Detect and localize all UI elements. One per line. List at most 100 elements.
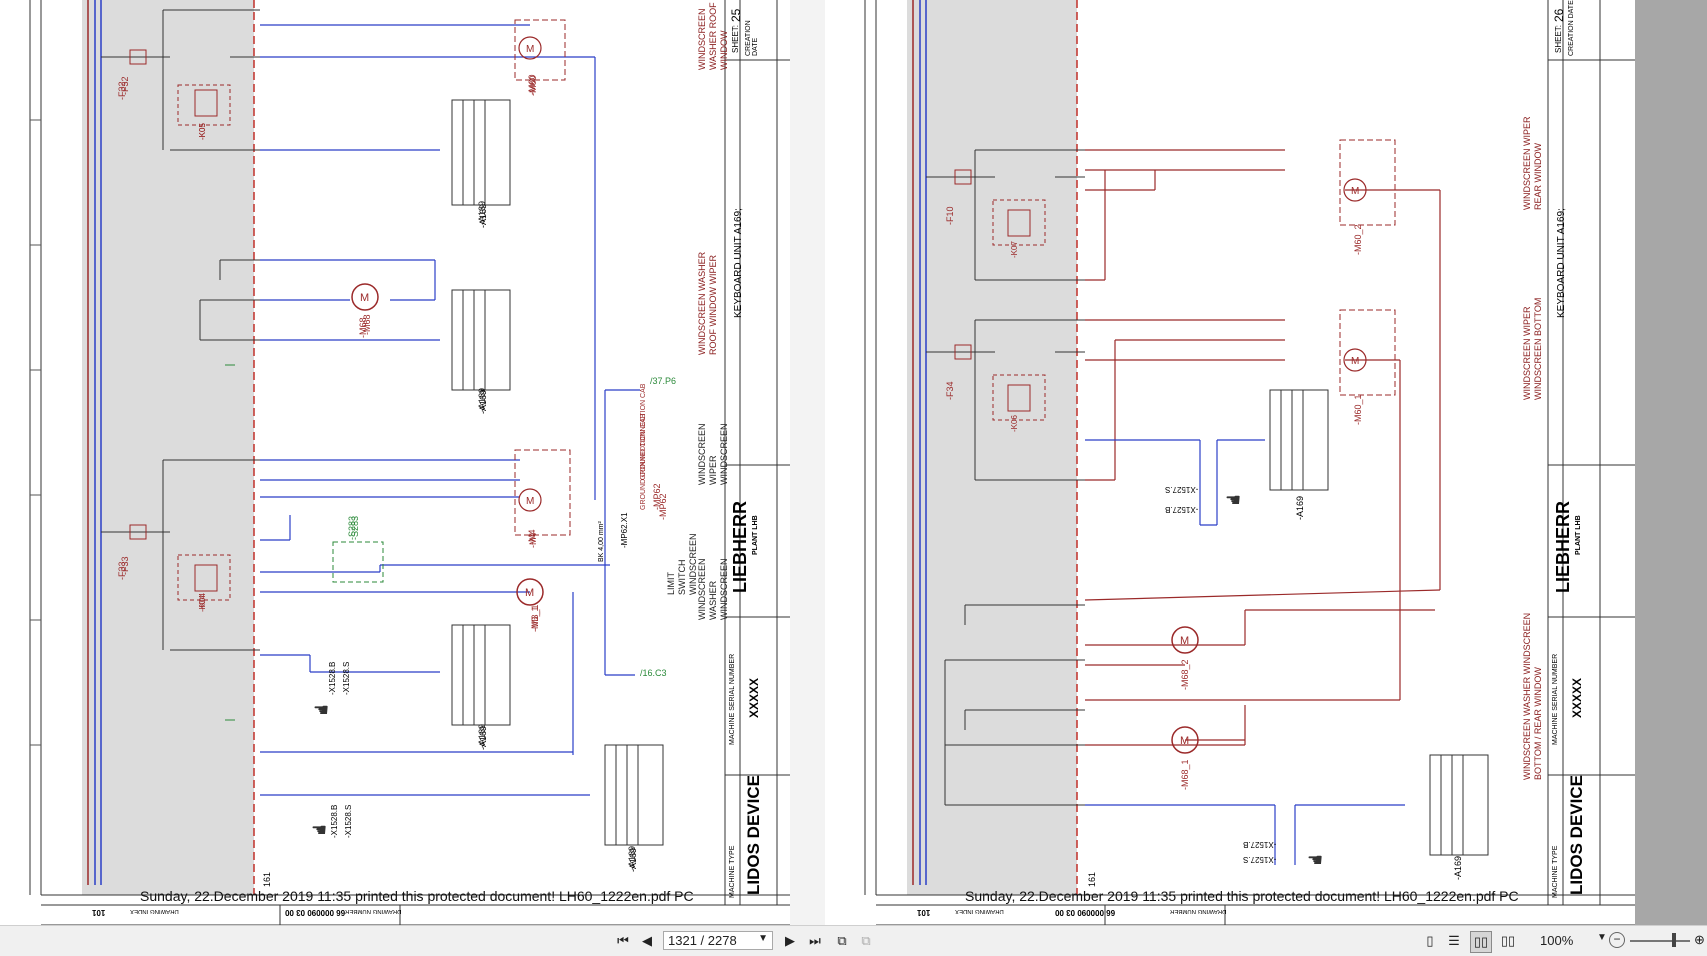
drawing-index-label-left: DRAWING INDEX	[130, 908, 179, 914]
keyboard-title: KEYBOARD UNIT A169;	[733, 208, 744, 318]
viewer-background	[1635, 0, 1707, 925]
previous-page-button[interactable]: ◀	[642, 933, 652, 948]
page-dropdown-icon[interactable]: ▼	[758, 933, 768, 944]
svg-text:-M3_1: -M3_1	[530, 604, 540, 630]
svg-text:M: M	[1351, 356, 1359, 367]
page-number-left: 161	[262, 871, 272, 887]
creation-date-label: CREATION DATE	[745, 20, 759, 56]
brand-sub: PLANT LHB	[1575, 515, 1582, 555]
pointing-hand-icon: ☚	[1307, 850, 1324, 870]
wire-spec: BK 4,00 mm²	[598, 521, 605, 562]
page-gutter	[790, 0, 825, 925]
component-M68-2: -M68_2	[1180, 659, 1190, 690]
print-note-right: Sunday, 22.December 2019 11:35 printed t…	[965, 888, 1519, 904]
page-number-right: 161	[1087, 871, 1097, 887]
svg-text:-M68: -M68	[362, 314, 372, 335]
component-M4: -M4	[528, 532, 538, 549]
drawing-index-right: 101	[917, 908, 931, 917]
keyboard-title: KEYBOARD UNIT A169;	[1556, 208, 1567, 318]
svg-text:-F32: -F32	[117, 81, 127, 100]
svg-text:-K04: -K04	[198, 593, 207, 610]
serial-label: MACHINE SERIAL NUMBER	[729, 653, 736, 745]
machine-type-label: MACHINE TYPE	[729, 845, 736, 898]
component-X1527B-1: -X1527.B	[1165, 505, 1199, 514]
component-A169-3: -A169	[478, 725, 488, 750]
component-X1528B-2: -X1528.B	[330, 804, 339, 838]
function-label-1: WINDSCREEN WASHER ROOF WINDOW	[697, 2, 729, 70]
function-label-4: LIMIT SWITCH WINDSCREEN	[666, 533, 698, 595]
zoom-out-icon[interactable]: −	[1609, 932, 1625, 948]
brand-sub: PLANT LHB	[752, 515, 759, 555]
drawing-number-label-right: DRAWING NUMBER	[1170, 908, 1227, 914]
sheet-label: SHEET:	[731, 24, 740, 53]
go-back-view-icon[interactable]: ⧉	[837, 933, 847, 948]
svg-text:-A169: -A169	[627, 846, 637, 870]
function-label-2: WINDSCREEN WASHER ROOF WINDOW WIPER	[697, 251, 718, 355]
first-page-button[interactable]: ⏮	[617, 933, 629, 948]
zoom-slider[interactable]	[1630, 940, 1690, 942]
drawing-number-label-left: DRAWING NUMBER	[345, 908, 402, 914]
page-number-value: 1321 / 2278	[668, 933, 737, 948]
pointing-hand-icon: ☚	[313, 700, 330, 720]
zoom-dropdown-icon[interactable]: ▼	[1597, 932, 1607, 943]
function-label-2: WINDSCREEN WIPER WINDSCREEN BOTTOM	[1522, 297, 1543, 400]
two-page-continuous-view-icon[interactable]: ▯▯	[1500, 933, 1516, 948]
zoom-value[interactable]: 100%	[1540, 933, 1574, 948]
zoom-slider-thumb[interactable]	[1672, 933, 1676, 947]
component-K07: -K07	[1010, 241, 1019, 258]
component-K04: -K04	[198, 595, 207, 612]
function-label-1: WINDSCREEN WIPER REAR WINDOW	[1522, 116, 1543, 210]
component-X1528B-1: -X1528.B	[328, 661, 337, 695]
svg-text:-MP62: -MP62	[652, 483, 662, 510]
machine-type: LIDOS DEVICE	[1567, 775, 1586, 895]
sheet-number: 26	[1552, 8, 1566, 22]
component-M60-2: -M60_2	[1353, 224, 1363, 255]
component-A169-1: -A169	[1295, 495, 1305, 520]
schematic-page-right: M M	[825, 0, 1635, 925]
ref-16-c3: /16.C3	[640, 668, 667, 678]
creation-date-label: CREATION DATE	[1568, 0, 1575, 56]
machine-type-label: MACHINE TYPE	[1552, 845, 1559, 898]
component-F10: -F10	[945, 206, 955, 225]
component-M68: -M68	[358, 317, 368, 338]
serial-value: XXXXX	[747, 677, 761, 718]
component-X1527S-1: -X1527.S	[1165, 485, 1199, 494]
svg-text:M: M	[1351, 186, 1359, 197]
drawing-index-left: 101	[92, 908, 106, 917]
component-A169-1: -A169	[478, 203, 488, 228]
svg-text:-A169: -A169	[477, 201, 487, 225]
brand-logo: LIEBHERR	[730, 500, 750, 593]
component-A169-2: -A169	[1453, 855, 1463, 880]
pointing-hand-icon: ☚	[1225, 490, 1242, 510]
component-X1527B-2: -X1527.B	[1243, 840, 1277, 849]
last-page-button[interactable]: ⏭	[809, 933, 821, 948]
brand-logo: LIEBHERR	[1553, 500, 1573, 593]
component-A169-2: -A169	[478, 389, 488, 414]
svg-text:-S283: -S283	[347, 516, 357, 540]
schematic-right-drawing: M M	[864, 0, 1635, 925]
ground-connection-label: GROUND CONNECTION CAB	[640, 383, 647, 480]
next-page-button[interactable]: ▶	[785, 933, 795, 948]
svg-text:-A169: -A169	[477, 724, 487, 748]
component-S283: -S283	[350, 515, 360, 540]
drawing-number-right: 66 000090 03 00	[1055, 908, 1116, 917]
svg-text:M: M	[360, 292, 369, 304]
schematic-page-left: -F32 -K05 M -M60 -A169	[0, 0, 790, 925]
svg-text:-F33: -F33	[117, 561, 127, 580]
serial-label: MACHINE SERIAL NUMBER	[1552, 653, 1559, 745]
continuous-view-icon[interactable]: ☰	[1448, 933, 1460, 948]
serial-value: XXXXX	[1570, 677, 1584, 718]
zoom-in-icon[interactable]: ⊕	[1694, 932, 1705, 947]
sheet-label: SHEET:	[1554, 24, 1563, 53]
pdf-viewer-toolbar: ⏮ ◀ 1321 / 2278 ▼ ▶ ⏭ ⧉ ⧉ ▯ ☰ ▯▯ ▯▯ 100%…	[0, 925, 1707, 956]
two-page-view-icon[interactable]: ▯▯	[1470, 931, 1492, 953]
component-MP62: -MP62	[658, 493, 668, 520]
sheet-number: 25	[729, 8, 743, 22]
function-label-3: WINDSCREEN WIPER WINDSCREEN	[697, 423, 729, 485]
svg-text:M: M	[526, 496, 534, 507]
page-number-input[interactable]: 1321 / 2278 ▼	[663, 931, 773, 950]
machine-type: LIDOS DEVICE	[744, 775, 763, 895]
svg-text:GROUND CONNECTION CAB: GROUND CONNECTION CAB	[640, 413, 647, 510]
go-forward-view-icon[interactable]: ⧉	[861, 933, 871, 948]
single-page-view-icon[interactable]: ▯	[1426, 933, 1434, 948]
